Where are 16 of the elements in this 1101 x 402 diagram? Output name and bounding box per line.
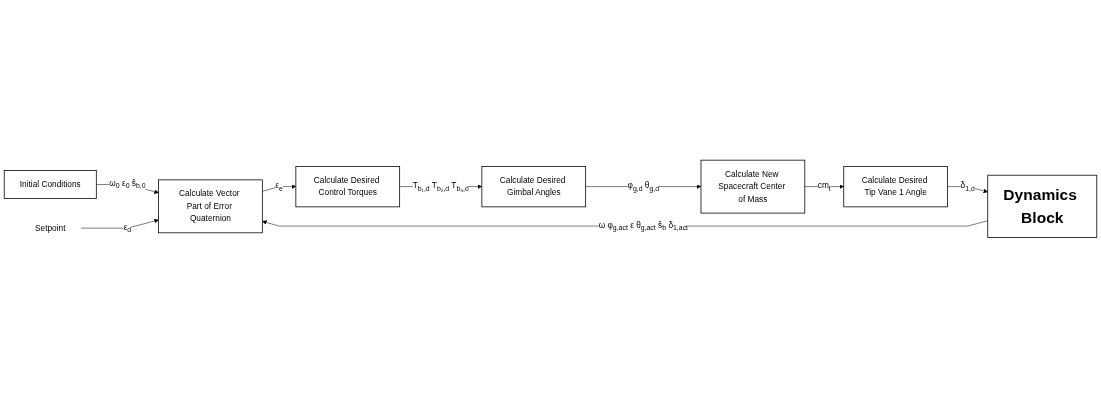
edge-label: δ$_{1,d}$ <box>960 180 975 192</box>
edge-label: T$_{b₁,d}$ T$_{b₂,d}$ T$_{b₃,d}$ <box>412 180 469 192</box>
edge-label: φ$_{g,d}$ θ$_{g,d}$ <box>627 180 660 192</box>
node-box: Calculate Vector Part of Error Quaternion <box>158 179 263 234</box>
node-box: Calculate Desired Control Torques <box>295 165 401 208</box>
node-box: Calculate New Spacecraft Center of Mass <box>700 159 806 214</box>
node-box: Dynamics Block <box>987 174 1098 238</box>
edge-label: cm$_{t}$ <box>817 180 831 192</box>
node-box: Calculate Desired Gimbal Angles <box>481 165 587 208</box>
edge-label: ω$_{0}$ ε$_{0}$ ŝ$_{b,0}$ <box>109 178 146 190</box>
node-box: Calculate Desired Tip Vane 1 Angle <box>843 165 948 208</box>
edge-label: ε$_{d}$ <box>123 222 132 234</box>
node-box: Initial Conditions <box>3 170 97 199</box>
node-text: Setpoint <box>35 223 66 233</box>
edge-label: ω φ$_{g,act}$ ε θ$_{g,act}$ ŝ$_{b}$ δ$_{1,act}$ <box>598 220 689 232</box>
edge-label: ε$_{e}$ <box>275 180 283 192</box>
